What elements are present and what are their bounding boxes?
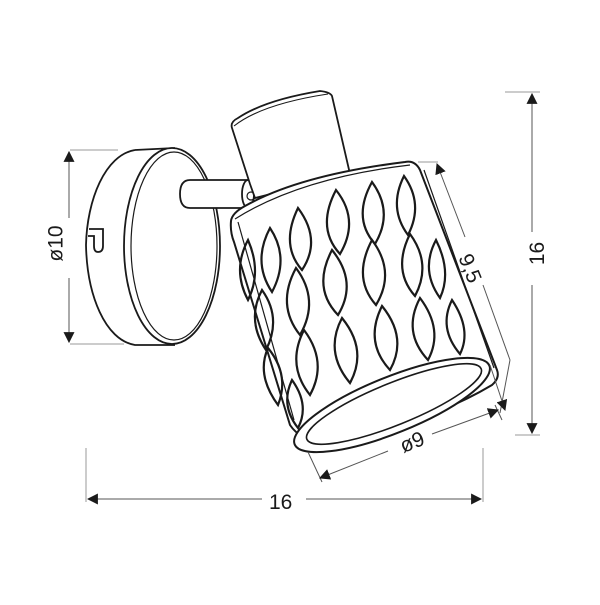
dimension-plate-diameter bbox=[63, 149, 124, 345]
dimension-total-height bbox=[505, 91, 540, 436]
total-height-label: 16 bbox=[526, 241, 550, 266]
dimension-total-width bbox=[85, 448, 484, 505]
leaf-pattern bbox=[238, 173, 466, 431]
shade bbox=[229, 160, 499, 454]
plate-diameter-label: ø10 bbox=[44, 225, 68, 262]
dimension-shade-length bbox=[418, 161, 511, 414]
total-width-label: 16 bbox=[269, 491, 293, 514]
dimension-shade-diameter bbox=[307, 404, 503, 483]
wall-plate bbox=[85, 147, 221, 346]
arm bbox=[179, 179, 256, 209]
socket-housing bbox=[230, 90, 352, 200]
